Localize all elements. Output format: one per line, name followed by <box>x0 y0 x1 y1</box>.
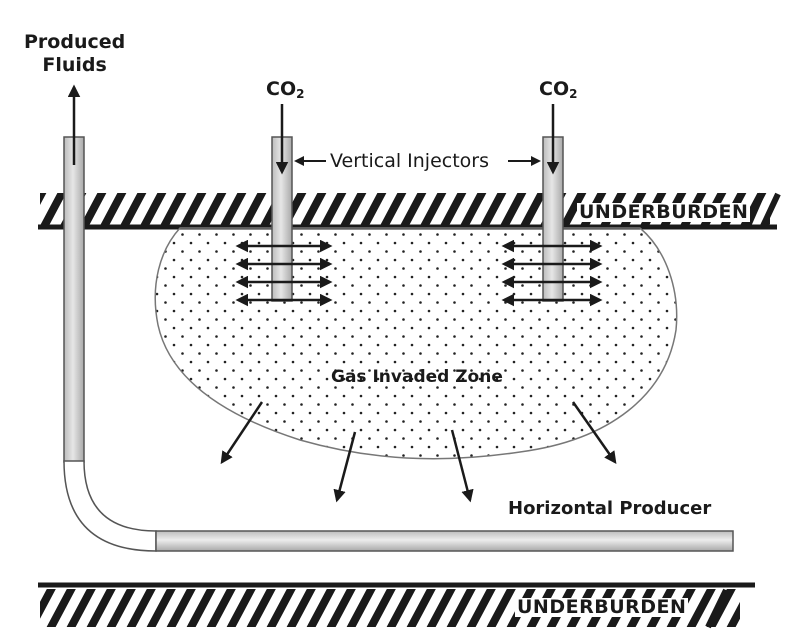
gas-invaded-zone-label: Gas Invaded Zone <box>331 367 503 387</box>
injection-arrows-left <box>235 239 333 307</box>
gas-migration-arrows <box>220 401 617 503</box>
produced-fluids-label-line2: Fluids <box>42 54 107 76</box>
co2-label-right-base: CO <box>539 78 570 100</box>
underburden-label-top: UNDERBURDEN <box>577 201 751 223</box>
co2-label-left: CO2 <box>266 78 305 101</box>
produced-fluids-label: Produced Fluids <box>24 31 125 77</box>
produced-fluids-label-line1: Produced <box>24 31 126 53</box>
gas-invaded-zone <box>154 227 678 460</box>
vertical-injectors-label: Vertical Injectors <box>330 150 490 172</box>
co2-label-right-sub: 2 <box>569 87 578 101</box>
co2-label-right: CO2 <box>539 78 578 101</box>
injection-arrows-right <box>501 239 603 307</box>
co2-label-left-sub: 2 <box>296 87 305 101</box>
horizontal-producer-label: Horizontal Producer <box>508 498 712 519</box>
co2-label-left-base: CO <box>266 78 297 100</box>
underburden-label-bottom: UNDERBURDEN <box>515 596 689 618</box>
